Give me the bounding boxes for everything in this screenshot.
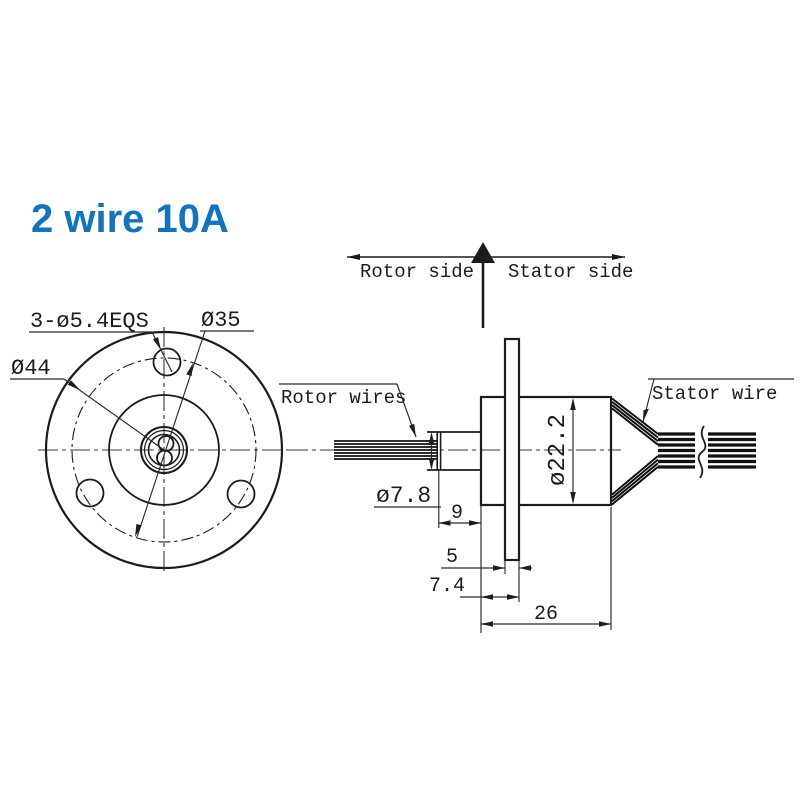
bolt-circle-dashed [71, 357, 257, 543]
flange-offset-dimension: 7.4 [429, 575, 519, 600]
shaft-length-label: 9 [451, 502, 463, 525]
bolt-circle-dimension: Ø35 [135, 308, 254, 538]
outer-dia-dimension: Ø44 [10, 356, 165, 451]
bolt-circle-dia-label: Ø35 [201, 308, 241, 333]
stator-side-label: Stator side [508, 261, 633, 283]
bolt-hole-lower-right [226, 479, 256, 509]
up-arrowhead-icon [471, 242, 495, 263]
left-arrowhead-icon [347, 254, 360, 260]
dim-arrowhead-icon [186, 363, 193, 377]
outer-dia-label: Ø44 [11, 356, 51, 381]
stator-wire-fan [611, 397, 659, 506]
shaft [427, 431, 481, 471]
flange-offset-label: 7.4 [429, 575, 465, 598]
body-dia-dimension: ø22.2 [545, 398, 576, 504]
wire-break-symbol [697, 425, 707, 479]
bolt-holes-callout: 3-ø5.4EQS [29, 309, 173, 373]
body-dia-label: ø22.2 [545, 414, 572, 486]
leader-arrowhead-icon [152, 337, 161, 350]
rotor-wires-label: Rotor wires [281, 387, 406, 409]
body-length-label: 26 [534, 603, 558, 626]
dim-arrowhead-icon [135, 523, 142, 537]
body-length-dimension: 26 [481, 507, 612, 630]
stator-body [479, 395, 613, 507]
rotor-wires [334, 440, 437, 460]
body-circle [108, 394, 220, 506]
shaft-dia-dimension: ø7.8 [374, 432, 441, 528]
stator-wires-callout: Stator wire [642, 378, 794, 423]
flange-thickness-label: 5 [446, 546, 458, 569]
leader-arrowhead-icon [643, 408, 649, 422]
mounting-flange [503, 337, 521, 562]
bolt-hole-top [152, 347, 182, 377]
stator-wire-bundle [658, 432, 756, 469]
rotor-wires-callout: Rotor wires [279, 383, 417, 438]
leader-arrowhead-icon [408, 423, 416, 437]
right-arrowhead-icon [612, 254, 625, 260]
shaft-length-dimension: 9 [438, 502, 482, 633]
flange-thickness-dimension: 5 [441, 546, 532, 602]
bolt-hole-lower-left [75, 478, 105, 508]
stator-wires-label: Stator wire [652, 383, 777, 405]
orientation-arrows: Rotor side Stator side [347, 242, 633, 328]
outer-flange-circle [44, 330, 284, 570]
dim-arrowhead-icon [67, 380, 80, 390]
front-view: 3-ø5.4EQS Ø35 Ø44 [10, 308, 292, 574]
bolt-holes-label: 3-ø5.4EQS [30, 309, 149, 334]
page-title: 2 wire 10A [31, 197, 229, 241]
side-view: Rotor wires Stator wire ø7.8 ø22.2 [279, 337, 794, 633]
rotor-side-label: Rotor side [360, 261, 474, 283]
shaft-dia-label: ø7.8 [376, 483, 431, 509]
wire-hole-lower [156, 449, 173, 467]
